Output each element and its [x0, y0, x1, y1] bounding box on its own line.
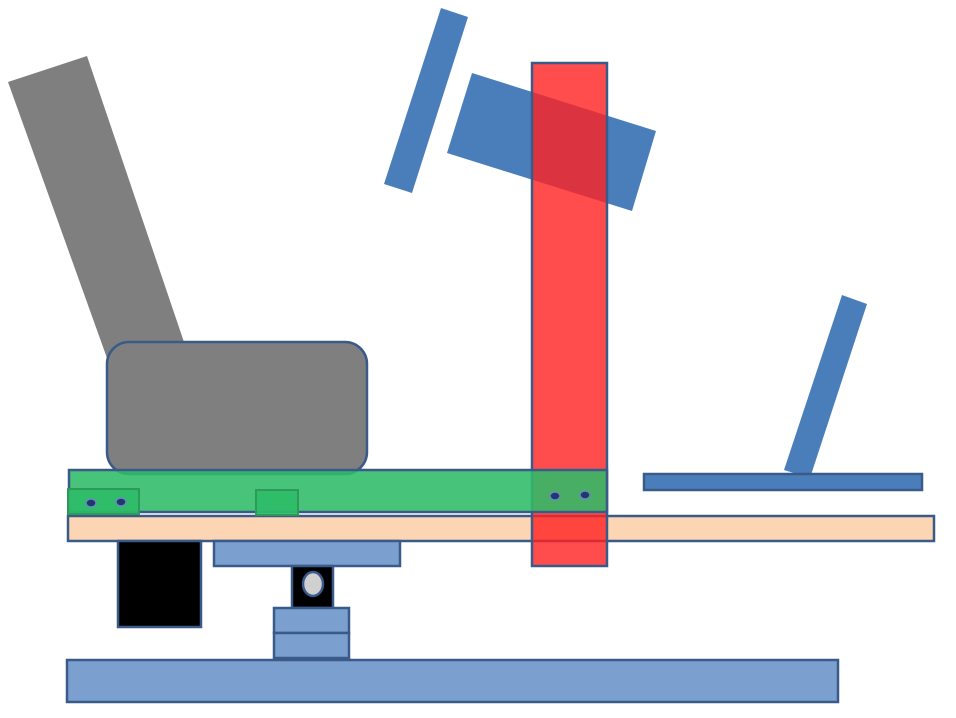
- bolt: [579, 490, 591, 500]
- light-blue-post-upper: [272, 606, 351, 635]
- blue-horizontal-rail: [642, 472, 924, 492]
- blue-thin-bar-right: [784, 295, 867, 478]
- pivot-knob: [301, 570, 325, 598]
- bolt: [115, 497, 127, 507]
- blue-thin-bar-left: [384, 8, 468, 193]
- black-block: [116, 539, 203, 629]
- seat-cushion: [105, 340, 369, 476]
- green-tab-middle: [255, 489, 299, 516]
- seat-back: [8, 56, 185, 372]
- light-blue-support: [212, 539, 402, 568]
- peach-plate: [66, 514, 936, 543]
- light-blue-post-lower: [272, 631, 351, 660]
- bolt: [549, 491, 561, 501]
- base-plate: [65, 658, 840, 704]
- green-tab-left: [67, 488, 140, 515]
- green-rail: [67, 468, 609, 514]
- bolt: [85, 498, 97, 508]
